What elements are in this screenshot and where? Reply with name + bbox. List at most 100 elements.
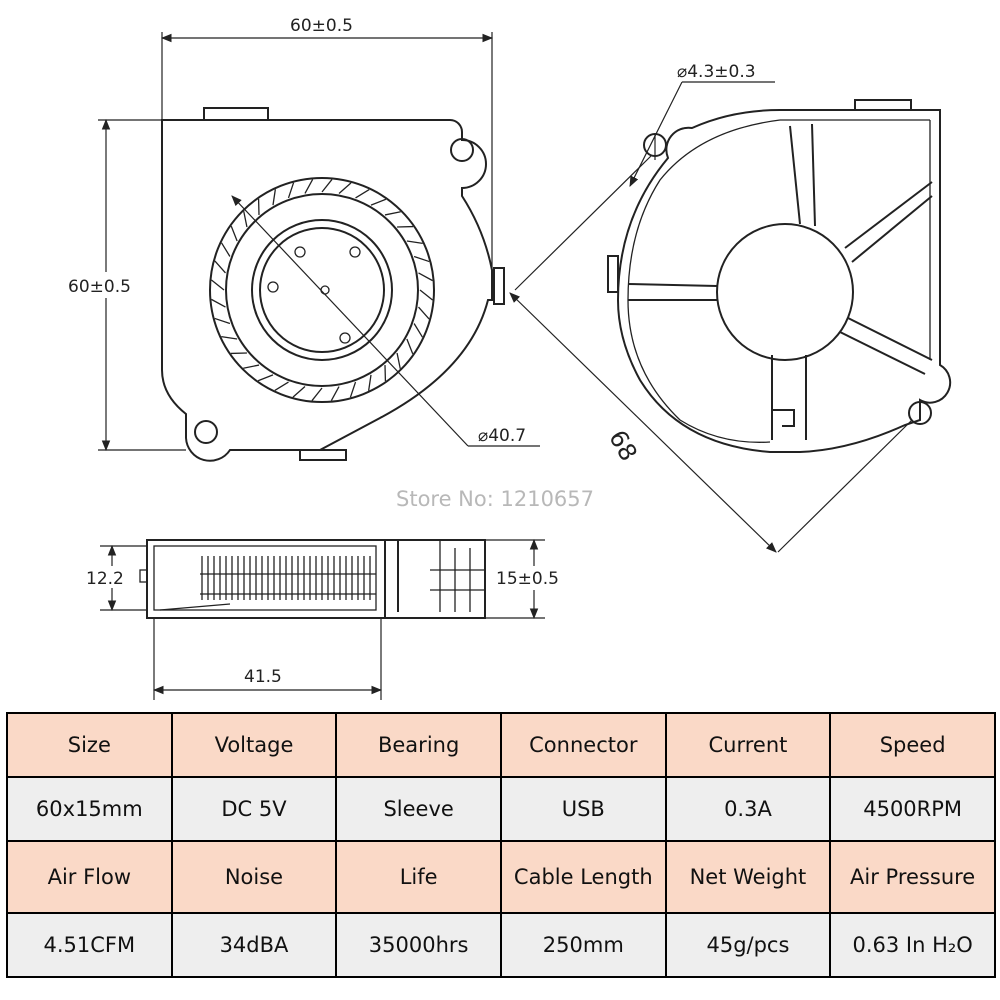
back-hub (716, 223, 854, 361)
impeller-blade (419, 289, 433, 301)
impeller-blade (211, 298, 226, 308)
ext-line (777, 419, 913, 553)
spec-table: Size Voltage Bearing Connector Current S… (6, 712, 996, 978)
impeller-blade (243, 364, 260, 369)
impeller-blade (243, 211, 248, 228)
front-body-outline (161, 119, 493, 462)
impeller-blade (370, 198, 387, 206)
bottom-tab (299, 449, 347, 461)
technical-drawing: ⌀40.7 60±0.5 60±0.5 (66, 16, 952, 700)
spec-value-cell: 4.51CFM (6, 912, 173, 978)
inner-rim (627, 119, 931, 443)
spoke (839, 331, 926, 375)
back-body-outline (616, 109, 952, 453)
hole-diameter-label: ⌀4.3±0.3 (677, 62, 756, 82)
impeller-blade (330, 386, 340, 401)
impeller-outer-ring (209, 177, 435, 403)
impeller-diameter-label: ⌀40.7 (478, 426, 526, 446)
impeller-blade (413, 323, 424, 338)
impeller-blade (406, 338, 414, 355)
impeller-blade (272, 189, 277, 206)
right-tab (493, 267, 505, 305)
spec-header-row: Air Flow Noise Life Cable Length Net Wei… (6, 840, 996, 914)
impeller-blade (304, 179, 314, 194)
spec-value-cell: 4500RPM (829, 776, 996, 842)
spoke (844, 181, 933, 249)
hub-inner (259, 227, 385, 353)
impeller-blade (220, 242, 231, 257)
spec-value-row: 4.51CFM 34dBA 35000hrs 250mm 45g/pcs 0.6… (6, 912, 996, 978)
impeller-blade (211, 279, 225, 291)
impeller-blade (311, 387, 323, 401)
back-view: ⌀4.3±0.3 68 (509, 62, 952, 553)
impeller-blade (418, 272, 433, 282)
hub-center (320, 285, 330, 295)
store-watermark: Store No: 1210657 (396, 487, 594, 511)
spec-value-cell: 35000hrs (335, 912, 502, 978)
top-tab (203, 107, 269, 121)
hub-ring (251, 219, 393, 361)
spec-header-cell: Air Pressure (829, 840, 996, 914)
impeller-blade (321, 179, 333, 193)
side-impeller-slats (201, 556, 371, 600)
impeller-blade (292, 386, 306, 398)
front-view: ⌀40.7 60±0.5 60±0.5 (66, 16, 540, 462)
impeller-blade (418, 306, 430, 320)
side-height-label: 12.2 (86, 569, 124, 589)
hub-hole (339, 332, 351, 344)
impeller-blade (274, 381, 289, 392)
spec-header-cell: Connector (499, 712, 667, 778)
impeller-blade (349, 381, 357, 398)
spec-header-cell: Current (664, 712, 832, 778)
spec-value-cell: 34dBA (170, 912, 338, 978)
hub-hole (294, 246, 306, 258)
back-left-tab (607, 255, 619, 293)
impeller-blade (396, 352, 401, 369)
ext-line (514, 154, 653, 291)
spec-header-cell: Size (6, 712, 173, 778)
diagonal-label: 68 (603, 425, 643, 465)
side-view: 12.2 15±0.5 41.5 (84, 538, 576, 700)
spec-value-cell: 60x15mm (6, 776, 173, 842)
spec-value-cell: 0.63 In H₂O (829, 912, 996, 978)
side-thickness-label: 15±0.5 (496, 569, 559, 589)
spec-value-cell: USB (499, 776, 667, 842)
spec-value-cell: 45g/pcs (664, 912, 832, 978)
cable-line (159, 603, 231, 611)
side-notch (139, 569, 148, 583)
side-length-label: 41.5 (244, 667, 282, 687)
impeller-blade (338, 182, 352, 194)
front-width-label: 60±0.5 (290, 16, 353, 36)
impeller-blade (287, 182, 295, 199)
spec-value-cell: Sleeve (335, 776, 502, 842)
spec-value-cell: DC 5V (170, 776, 338, 842)
label-bg (494, 566, 576, 590)
back-top-tab (854, 99, 912, 111)
impeller-blades (211, 179, 433, 401)
impeller-blade (367, 374, 372, 391)
spec-value-row: 60x15mm DC 5V Sleeve USB 0.3A 4500RPM (6, 776, 996, 842)
impeller-blade (214, 260, 226, 274)
spoke (627, 283, 718, 287)
hub-hole (267, 281, 279, 293)
hub-hole (349, 246, 361, 258)
spec-header-cell: Net Weight (664, 840, 832, 914)
spec-header-cell: Noise (170, 840, 338, 914)
spec-header-cell: Life (335, 840, 502, 914)
impeller-blade (230, 225, 238, 242)
spec-header-cell: Speed (829, 712, 996, 778)
spec-value-cell: 250mm (499, 912, 667, 978)
cable-channel (771, 355, 807, 440)
spec-header-cell: Voltage (170, 712, 338, 778)
mount-hole-bottom (194, 420, 218, 444)
spoke (851, 195, 933, 263)
impeller-blade (257, 374, 274, 382)
spoke (789, 125, 801, 225)
impeller-blade (355, 188, 370, 199)
back-mount-hole-bottom (908, 401, 932, 425)
spoke (811, 123, 816, 227)
label-bg (84, 566, 132, 588)
spoke (847, 317, 933, 361)
spec-header-row: Size Voltage Bearing Connector Current S… (6, 712, 996, 778)
front-height-label: 60±0.5 (68, 277, 131, 297)
